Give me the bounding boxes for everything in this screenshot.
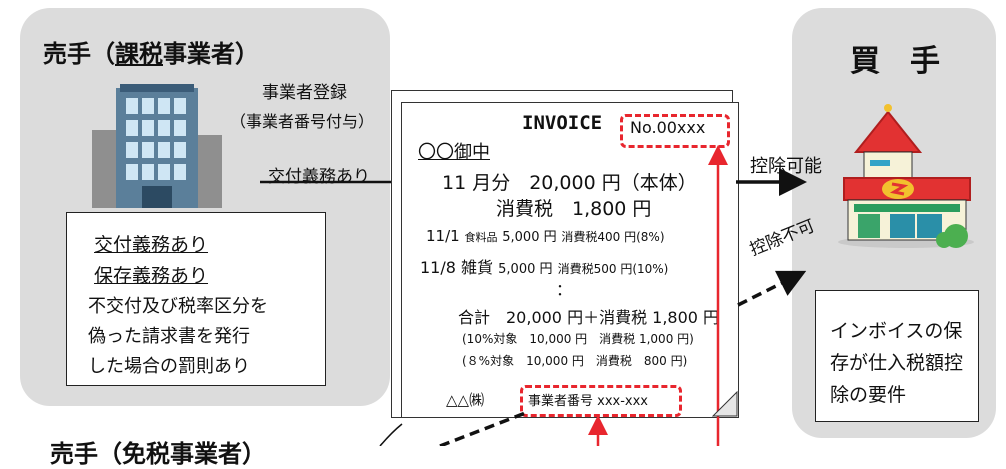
invoice-fold-corner [711, 390, 738, 417]
connector-layer [260, 145, 807, 446]
invoice-ellipsis: ： [556, 280, 573, 299]
seller-obligations-box [66, 212, 326, 386]
registration-label: 事業者登録 [262, 83, 347, 103]
store-icon [836, 100, 976, 250]
invoice-title: INVOICE [522, 112, 603, 134]
invoice-tax-line: 消費税 1,800 円 [496, 198, 652, 220]
seller-title: 売手（課税事業者） [43, 34, 259, 69]
penalty-line-1: 不交付及び税率区分を [88, 296, 268, 317]
item-1-amount: 5,000 円 [502, 230, 557, 245]
seller-title-underlined: 課税 [115, 40, 163, 68]
requirement-line-1: インボイスの保 [830, 320, 963, 342]
buyer-requirement-box [815, 290, 979, 422]
invoice-addressee: 〇〇御中 [418, 142, 490, 163]
item-2-name: 雑貨 [461, 258, 494, 277]
not-deductible-arrow [737, 270, 807, 307]
item-2-amount: 5,000 円 [498, 262, 553, 277]
item-1-name: 食料品 [464, 231, 498, 244]
invoice-number-highlight [620, 114, 730, 148]
invoice-number: No.00xxx [630, 118, 706, 137]
requirement-line-2: 存が仕入税額控 [830, 352, 964, 374]
item-2-tax: 消費税500 円(10%) [557, 262, 669, 276]
invoice-item-1: 11/1 食料品 5,000 円 消費税400 円(8%) [426, 226, 665, 245]
seller-title-prefix: 売手（ [43, 40, 115, 68]
exempt-seller-dashed-line [439, 410, 529, 446]
penalty-line-2: 偽った請求書を発行 [88, 326, 250, 347]
buyer-title: 買 手 [850, 44, 940, 79]
office-building-icon [92, 80, 222, 208]
invoice-breakdown-8: (８%対象 10,000 円 消費税 800 円) [462, 354, 688, 368]
obligation-issue: 交付義務あり [94, 234, 209, 256]
penalty-line-3: した場合の罰則あり [88, 356, 250, 377]
exempt-seller-curve [379, 423, 403, 446]
invoice-breakdown-10: (10%対象 10,000 円 消費税 1,000 円) [462, 332, 694, 346]
registration-sub-label: （事業者番号付与） [230, 112, 375, 131]
obligation-retain: 保存義務あり [94, 265, 209, 287]
seller-title-suffix: 事業者） [163, 40, 259, 68]
item-1-tax: 消費税400 円(8%) [561, 230, 665, 244]
requirement-line-3: 除の要件 [830, 384, 907, 406]
invoice-document [401, 102, 739, 418]
registration-number: 事業者番号 xxx-xxx [528, 394, 648, 409]
invoice-item-2: 11/8 雑貨 5,000 円 消費税500 円(10%) [420, 254, 668, 278]
item-2-date: 11/8 [420, 258, 456, 277]
invoice-issuer: △△㈱ [446, 391, 485, 409]
invoice-month-line: 11 月分 20,000 円（本体） [442, 172, 697, 194]
invoice-total-line: 合計 20,000 円＋消費税 1,800 円 [458, 308, 720, 327]
item-1-date: 11/1 [426, 227, 460, 245]
